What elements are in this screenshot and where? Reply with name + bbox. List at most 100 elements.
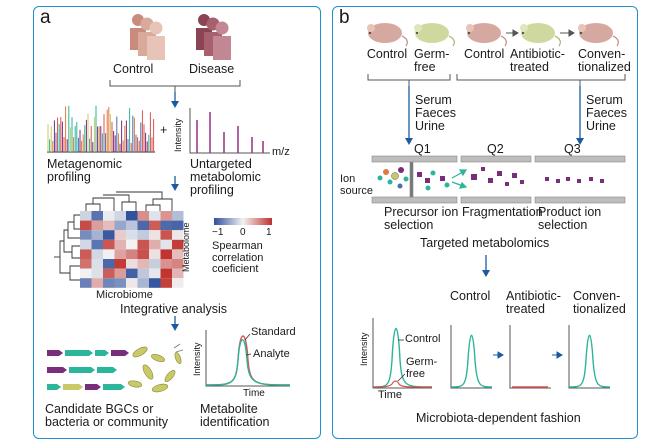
heatmap-cell	[91, 249, 103, 259]
metagenomic-spectrum	[47, 105, 155, 153]
bgc-gene-clusters	[47, 350, 129, 390]
heatmap-cell	[103, 278, 115, 288]
heatmap-cell	[149, 239, 161, 250]
heatmap-cell	[149, 211, 161, 221]
chromatogram-time-label: Time	[243, 388, 265, 399]
heatmap-cell	[149, 278, 161, 288]
mass-spectrum	[189, 108, 270, 154]
mouse-label-antibiotic: Antibiotic- treated	[510, 47, 565, 75]
mouse-control-2-icon	[466, 23, 507, 47]
plot-conventionalized	[568, 325, 611, 389]
heatmap-cell	[160, 249, 172, 259]
heatmap-cell	[103, 249, 115, 259]
heatmap-cell	[160, 278, 172, 288]
heatmap-cell	[126, 230, 138, 240]
heatmap-cell	[103, 220, 115, 231]
heatmap-cell	[172, 249, 184, 259]
quadrupole-q1-label: Q1	[414, 142, 431, 156]
disease-people-icon	[196, 14, 231, 60]
heatmap-cell	[160, 259, 172, 269]
germfree-curve-label: Germ- free	[406, 356, 438, 380]
heatmap-cell	[103, 239, 115, 250]
microbiome-axis-label: Microbiome	[96, 289, 153, 301]
heatmap-cell	[91, 230, 103, 240]
heatmap-cell	[137, 220, 149, 231]
heatmap-cell	[149, 268, 161, 279]
heatmap-cell	[172, 239, 184, 250]
heatmap-cell	[126, 249, 138, 259]
heatmap-cell	[126, 220, 138, 231]
heatmap-cell	[126, 211, 138, 221]
scale-tick-min: −1	[212, 227, 224, 238]
heatmap-cell	[91, 220, 103, 231]
disease-group-label: Disease	[189, 62, 235, 76]
heatmap-cell	[91, 259, 103, 269]
analyte-label: Analyte	[253, 348, 290, 360]
heatmap-cell	[172, 278, 184, 288]
heatmap-cell	[172, 259, 184, 269]
quadrupole-q3-label: Q3	[564, 142, 581, 156]
heatmap-cell	[80, 230, 92, 240]
heatmap-cell	[103, 268, 115, 279]
heatmap-cell	[114, 239, 126, 250]
heatmap-cell	[80, 211, 92, 221]
heatmap-cell	[114, 230, 126, 240]
heatmap-cell	[160, 268, 172, 279]
stage-product-label: Product ion selection	[538, 205, 602, 233]
heatmap-cell	[103, 259, 115, 269]
heatmap-cell	[149, 249, 161, 259]
heatmap-cell	[160, 239, 172, 250]
mouse-icons	[367, 23, 619, 47]
heatmap-cell	[114, 211, 126, 221]
scale-caption: Spearman correlation coeficient	[212, 240, 264, 276]
dendrogram-left	[54, 214, 80, 281]
column-label-antibiotic: Antibiotic- treated	[506, 289, 561, 317]
integrative-analysis-label: Integrative analysis	[120, 302, 228, 316]
panel-b-label: b	[339, 7, 350, 28]
heatmap-cell	[172, 230, 184, 240]
mouse-germfree-icon	[414, 23, 455, 47]
heatmap-cell	[114, 259, 126, 269]
heatmap-cell	[80, 220, 92, 231]
heatmap-cell	[160, 220, 172, 231]
heatmap-cell	[91, 268, 103, 279]
microbiota-dependent-label: Microbiota-dependent fashion	[416, 411, 581, 425]
mouse-antibiotic-icon	[520, 23, 561, 47]
heatmap-cell	[137, 259, 149, 269]
heatmap-cell	[114, 278, 126, 288]
mouse-control-icon	[367, 23, 408, 47]
column-label-control: Control	[450, 289, 491, 303]
heatmap-cell	[126, 239, 138, 250]
bacteria-icon	[127, 346, 182, 393]
plot-time-label: Time	[378, 389, 403, 401]
heatmap-cell	[114, 249, 126, 259]
plot-control	[450, 325, 493, 389]
heatmap-cell	[126, 268, 138, 279]
heatmap-cell	[126, 278, 138, 288]
candidates-label: Candidate BGCs or bacteria or community	[45, 402, 168, 430]
metagenomic-label: Metagenomic profiling	[47, 157, 123, 185]
mouse-conventionalized-icon	[578, 23, 619, 47]
heatmap-cell	[126, 259, 138, 269]
sample-types-left: Serum Faeces Urine	[415, 93, 456, 134]
ion-source-label: Ion source	[340, 173, 374, 197]
heatmap-cell	[80, 239, 92, 250]
heatmap-cell	[80, 259, 92, 269]
quadrupole-rods	[371, 155, 626, 204]
heatmap-cell	[137, 249, 149, 259]
heatmap-cell	[149, 259, 161, 269]
heatmap-cell	[149, 230, 161, 240]
plot-antibiotic	[509, 325, 551, 389]
heatmap-cell	[91, 211, 103, 221]
heatmap-cell	[91, 239, 103, 250]
sample-types-right: Serum Faeces Urine	[586, 93, 627, 134]
heatmap-cell	[137, 268, 149, 279]
targeted-metabolomics-label: Targeted metabolomics	[420, 236, 550, 250]
metabolite-identification-label: Metabolite identification	[200, 402, 270, 430]
control-people-icon	[130, 14, 165, 60]
mouse-label-conventionalized: Conven- tionalized	[578, 47, 631, 75]
heatmap-cell	[137, 278, 149, 288]
correlation-scale-bar	[214, 218, 272, 225]
heatmap-cell	[160, 211, 172, 221]
